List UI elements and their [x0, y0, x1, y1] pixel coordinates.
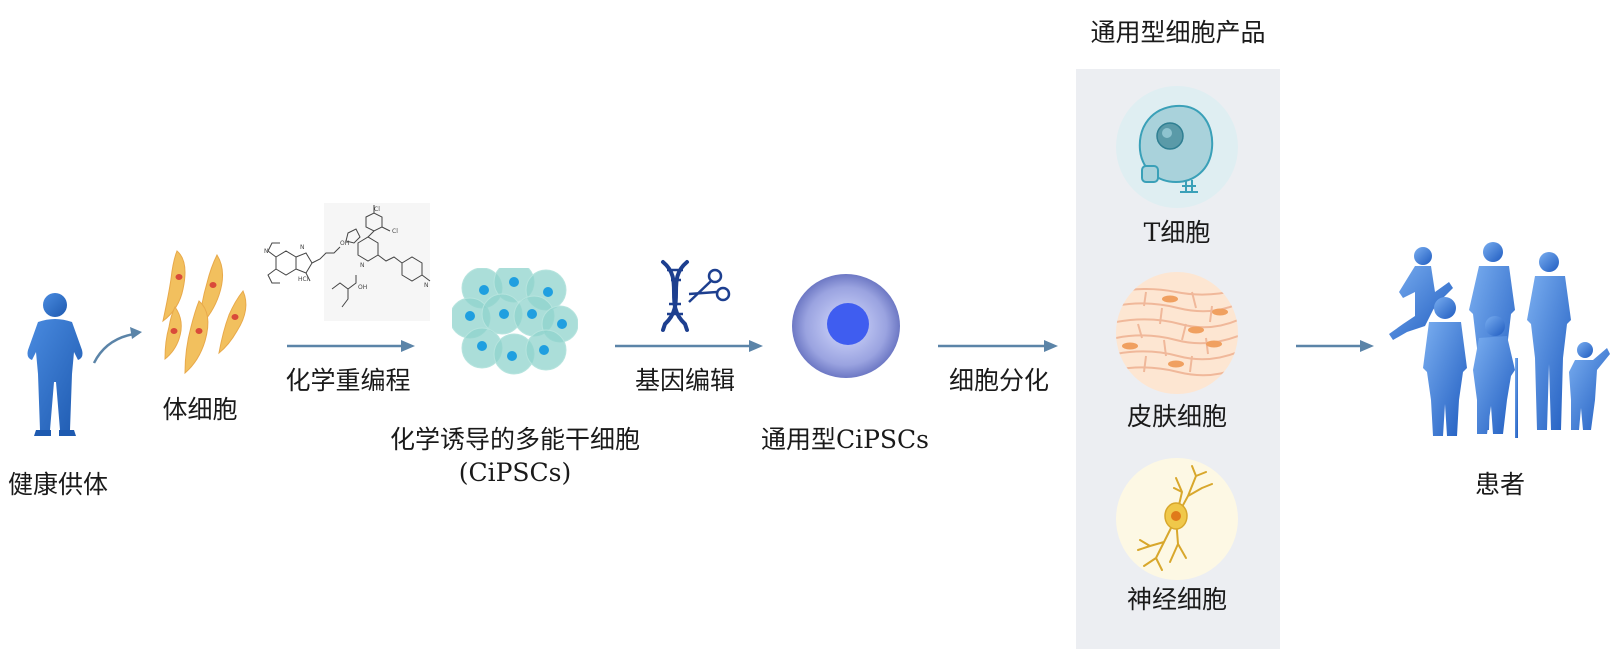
svg-text:HCl: HCl	[298, 276, 309, 283]
label-universal-cipscs: 通用型CiPSCs	[760, 425, 930, 454]
t-cell-icon	[1138, 104, 1214, 193]
t-cell-circle	[1116, 86, 1238, 208]
svg-text:OH: OH	[358, 284, 367, 291]
chemical-structures-icon: N N OH HCl Cl Cl N N OH	[264, 203, 431, 321]
arrow-donor-to-cells	[92, 327, 142, 364]
svg-text:N: N	[300, 244, 305, 251]
cipsc-cluster-icon	[452, 268, 578, 375]
universal-cell-icon	[792, 274, 900, 378]
neuron-icon	[1137, 465, 1213, 571]
arrow-gene-editing	[615, 340, 763, 352]
label-gene-editing: 基因编辑	[634, 366, 735, 395]
label-cell-differentiation: 细胞分化	[948, 366, 1049, 395]
somatic-cells-icon	[162, 250, 247, 375]
label-chemical-reprogramming: 化学重编程	[285, 366, 411, 395]
neuron-circle	[1116, 458, 1238, 580]
svg-text:N: N	[424, 282, 429, 289]
label-cipsc-name-line1: 化学诱导的多能干细胞	[389, 425, 640, 454]
products-title: 通用型细胞产品	[1090, 18, 1266, 47]
arrow-reprogramming	[287, 340, 415, 352]
svg-text:Cl: Cl	[374, 206, 380, 213]
label-t-cells: T细胞	[1143, 218, 1211, 247]
svg-text:OH: OH	[340, 240, 349, 247]
donor-silhouette-icon	[27, 293, 83, 436]
svg-text:N: N	[264, 248, 269, 255]
label-somatic-cells: 体细胞	[162, 395, 238, 424]
svg-text:N: N	[360, 262, 365, 269]
arrow-differentiation	[938, 340, 1058, 352]
dna-scissors-icon	[661, 260, 731, 332]
label-skin-cells: 皮肤细胞	[1126, 402, 1227, 431]
label-cipsc-name-line2: (CiPSCs)	[458, 458, 572, 487]
arrow-to-patients	[1296, 340, 1374, 352]
patients-silhouette-icon	[1389, 242, 1610, 438]
label-healthy-donor: 健康供体	[7, 470, 108, 499]
svg-text:Cl: Cl	[392, 228, 398, 235]
label-patients: 患者	[1474, 470, 1525, 499]
skin-cell-circle	[1116, 272, 1238, 394]
label-neural-cells: 神经细胞	[1126, 585, 1227, 614]
skin-cell-icon	[1116, 288, 1238, 377]
